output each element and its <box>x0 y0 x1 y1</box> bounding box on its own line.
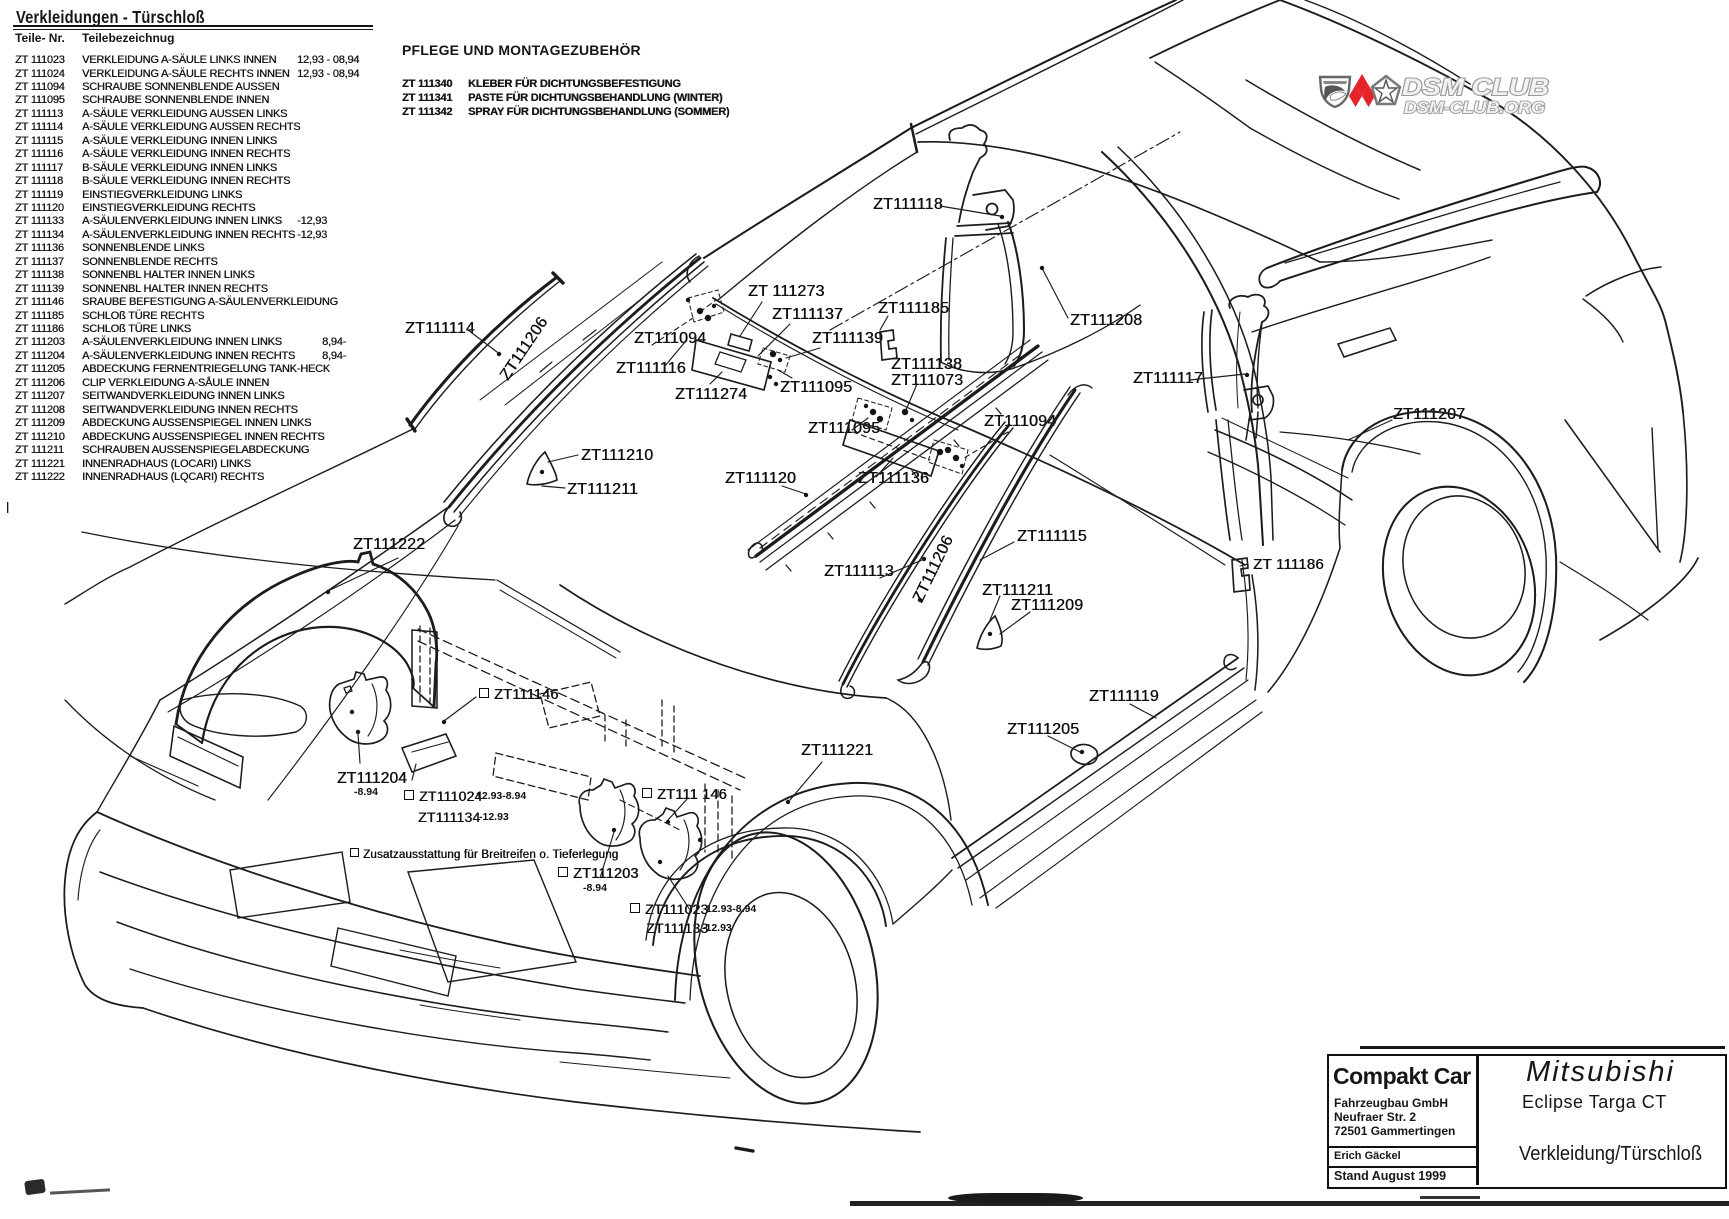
svg-text:DSM CLUB: DSM CLUB <box>1402 74 1549 101</box>
svg-text:DSM-CLUB.ORG: DSM-CLUB.ORG <box>1404 98 1545 116</box>
